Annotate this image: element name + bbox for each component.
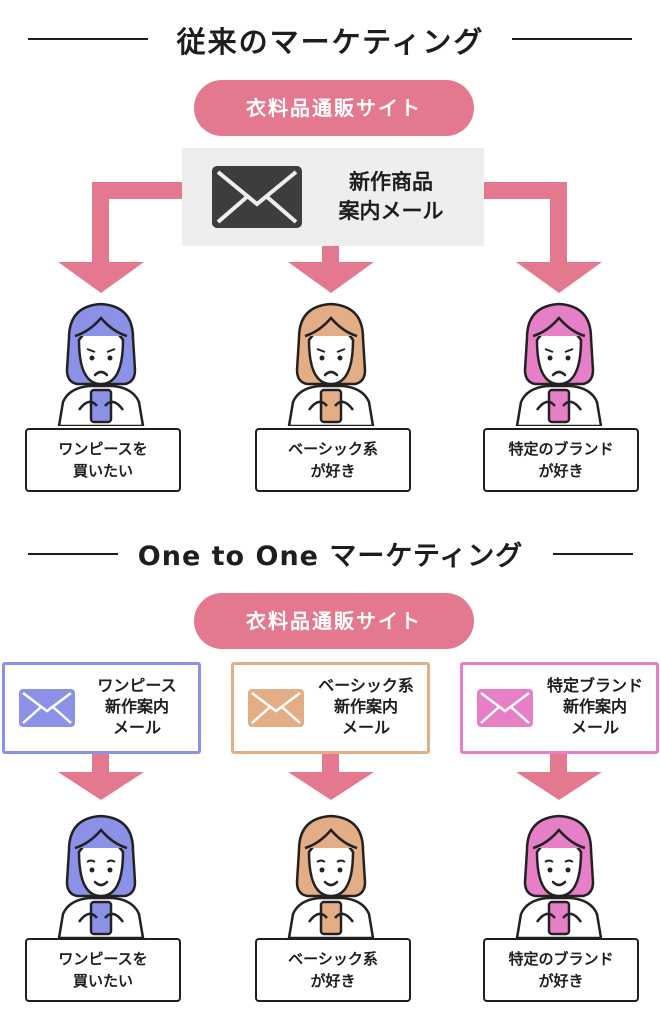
s2-person-2-label: ベーシック系が好き: [255, 938, 411, 1002]
s1-person-3-line1: 特定のブランド: [508, 440, 614, 458]
s2-person-3-line1: 特定のブランド: [508, 950, 614, 968]
segment-mail-3-line1: 特定ブランド: [546, 676, 643, 695]
segment-mail-box-2: ベーシック系新作案内メール: [231, 662, 430, 754]
segment-mail-2-line3: メール: [341, 718, 390, 737]
s1-person-2-label: ベーシック系が好き: [255, 428, 411, 492]
arrow-right-horizontal: [484, 182, 567, 199]
segment-mail-2-line2: 新作案内: [333, 697, 398, 716]
s2-person-2-line1: ベーシック系: [288, 950, 378, 968]
section1-arrows: [58, 182, 602, 293]
s2-person-3-line2: が好き: [538, 972, 584, 990]
title2-rule-right: [553, 553, 633, 555]
arrow-left-vertical: [92, 182, 109, 262]
section2-title: One to One マーケティング: [137, 541, 524, 572]
section2-site-pill: 衣料品通販サイト: [194, 593, 474, 649]
s1-person-1-label: ワンピースを買いたい: [25, 428, 181, 492]
s1-person-2-illustration: [279, 298, 383, 426]
s1-person-2-line2: が好き: [310, 462, 356, 480]
envelope-icon: [248, 689, 304, 727]
segment-mail-1-line3: メール: [112, 718, 161, 737]
s2-person-2-illustration: [279, 810, 383, 938]
envelope-icon: [19, 689, 75, 727]
envelope-icon: [477, 689, 533, 727]
s1-person-1-illustration: [49, 298, 153, 426]
envelope-icon: [212, 166, 302, 228]
segment-mail-1-line2: 新作案内: [104, 697, 169, 716]
section1-mail-box: 新作商品 案内メール: [182, 148, 484, 246]
arrow-left-horizontal: [92, 182, 184, 199]
s2-person-3-label: 特定のブランドが好き: [483, 938, 639, 1002]
seg-arrow-1-stem: [92, 754, 109, 774]
s1-person-3-line2: が好き: [538, 462, 584, 480]
arrow-left-head: [58, 262, 144, 293]
arrow-right-head: [516, 262, 602, 293]
mail-title-line1: 新作商品: [349, 170, 433, 194]
segment-mail-3-line3: メール: [570, 718, 619, 737]
section2-arrows: [58, 754, 602, 800]
title-rule-right: [512, 38, 632, 40]
seg-arrow-1-head: [58, 772, 144, 800]
title2-rule-left: [28, 553, 118, 555]
s1-person-1-line2: 買いたい: [72, 462, 133, 480]
s1-person-3-illustration: [507, 298, 611, 426]
seg-arrow-2-head: [288, 772, 374, 800]
segment-mail-text-3: 特定ブランド新作案内メール: [539, 675, 651, 738]
s1-person-2-line1: ベーシック系: [288, 440, 378, 458]
s1-person-1-line1: ワンピースを: [58, 440, 148, 458]
s2-person-1-line1: ワンピースを: [58, 950, 148, 968]
s2-person-1-line2: 買いたい: [72, 972, 133, 990]
section1-site-pill: 衣料品通販サイト: [194, 80, 474, 136]
segment-mail-2-line1: ベーシック系: [318, 676, 414, 695]
arrow-center-head: [288, 262, 374, 293]
arrow-center-vertical: [322, 240, 339, 264]
segment-mail-1-line1: ワンピース: [97, 676, 177, 695]
segment-mail-box-3: 特定ブランド新作案内メール: [460, 662, 659, 754]
section1-title: 従来のマーケティング: [176, 25, 485, 59]
segment-mail-text-1: ワンピース新作案内メール: [81, 675, 193, 738]
seg-arrow-3-head: [516, 772, 602, 800]
s2-person-1-illustration: [49, 810, 153, 938]
segment-mail-text-2: ベーシック系新作案内メール: [310, 675, 422, 738]
s1-person-3-label: 特定のブランドが好き: [483, 428, 639, 492]
segment-mail-3-line2: 新作案内: [562, 697, 627, 716]
title-rule-left: [28, 38, 148, 40]
seg-arrow-3-stem: [550, 754, 567, 774]
s2-person-2-line2: が好き: [310, 972, 356, 990]
segment-mail-box-1: ワンピース新作案内メール: [2, 662, 201, 754]
s2-person-3-illustration: [507, 810, 611, 938]
mail-title: 新作商品 案内メール: [316, 168, 466, 226]
mail-title-line2: 案内メール: [338, 199, 444, 223]
seg-arrow-2-stem: [322, 754, 339, 774]
s2-person-1-label: ワンピースを買いたい: [25, 938, 181, 1002]
arrow-right-vertical: [550, 182, 567, 262]
